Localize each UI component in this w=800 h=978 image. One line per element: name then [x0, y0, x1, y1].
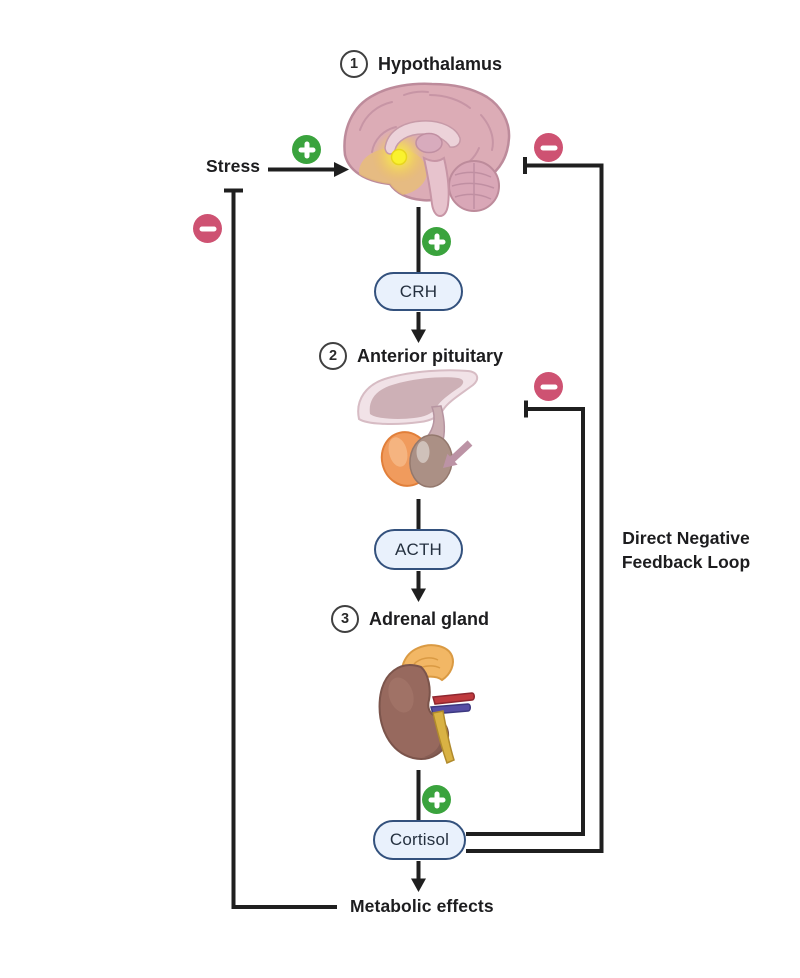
feedback-label-line1: Direct Negative [622, 528, 750, 548]
brainstem [422, 156, 450, 218]
metabolic-minus-icon [193, 214, 222, 243]
arrowheads [334, 162, 426, 892]
cortisol-arrowhead [411, 878, 426, 892]
pituitary-illustration [357, 369, 479, 488]
step-1: 1 Hypothalamus [340, 50, 502, 78]
crh-plus-icon [422, 227, 451, 256]
pituitary-minus-icon [534, 372, 563, 401]
cortisol-plus-icon [422, 785, 451, 814]
acth-node: ACTH [374, 529, 463, 570]
step-2-label: Anterior pituitary [357, 345, 504, 366]
cortisol-node: Cortisol [373, 820, 466, 860]
hypothalamus-minus-icon [534, 133, 563, 162]
ureter [432, 710, 455, 765]
connector-lines [224, 157, 604, 909]
stress-plus-icon [292, 135, 321, 164]
pointer-arrow-icon [443, 440, 473, 468]
step-3-label: Adrenal gland [369, 608, 490, 629]
crh-arrowhead [411, 329, 426, 343]
metabolic-effects-label: Metabolic effects [350, 896, 494, 916]
direct-negative-feedback-label: Direct Negative Feedback Loop [602, 527, 770, 574]
step-1-label: Hypothalamus [378, 53, 503, 74]
step-2-number-badge: 2 [319, 342, 347, 370]
thalamus [415, 132, 443, 154]
cortisol-hypothalamus-feedback-line [466, 163, 604, 853]
kidney-highlight [388, 677, 414, 713]
tissue-inner-shade [369, 377, 464, 419]
step-3-number-badge: 3 [331, 605, 359, 633]
kidney-adrenal-illustration [378, 644, 475, 765]
feedback-label-line2: Feedback Loop [621, 551, 751, 572]
cerebellum-striations [451, 163, 495, 209]
cortisol-pituitary-feedback-line [466, 407, 585, 836]
metabolic-feedback-line [231, 192, 337, 909]
renal-artery [432, 692, 475, 705]
stress-label: Stress [206, 156, 261, 176]
stress-arrowhead [334, 162, 349, 177]
acth-arrowhead [411, 588, 426, 602]
step-1-number-badge: 1 [340, 50, 368, 78]
anterior-lobe-highlight [388, 437, 408, 467]
hypothalamus-nucleus [390, 148, 408, 166]
step-3: 3 Adrenal gland [331, 605, 489, 633]
brain-illustration [343, 82, 511, 218]
posterior-lobe-highlight [416, 441, 430, 463]
step-2: 2 Anterior pituitary [319, 342, 503, 370]
crh-node: CRH [374, 272, 463, 311]
